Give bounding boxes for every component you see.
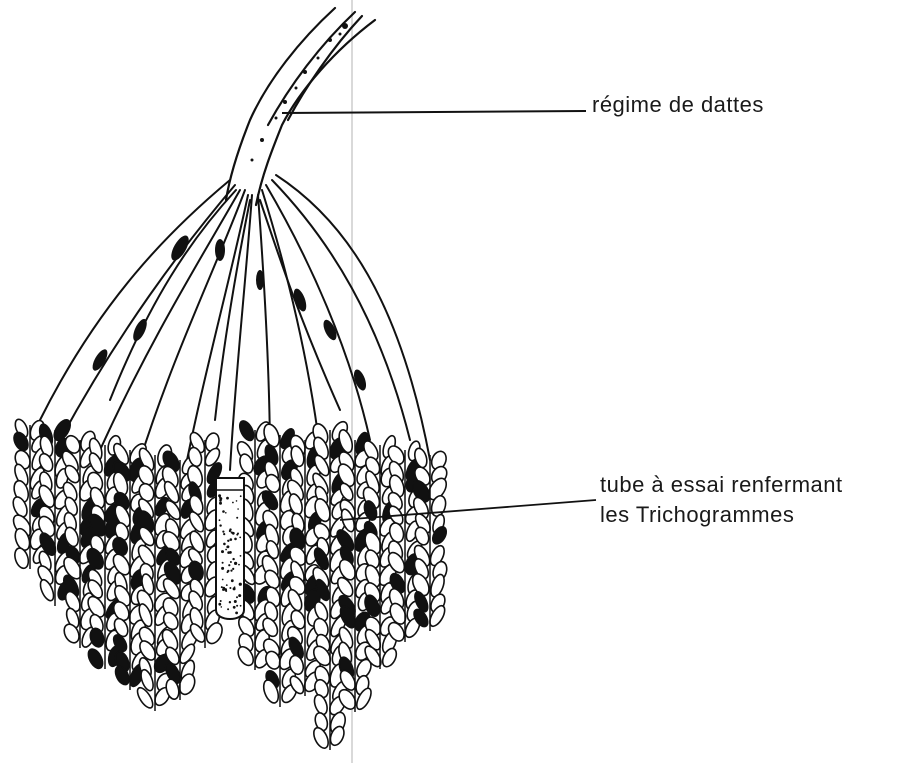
- trichogramma-dot: [232, 502, 234, 504]
- trichogramma-dot: [238, 564, 240, 566]
- trichogramma-dot: [240, 605, 242, 607]
- trichogramma-dot: [230, 561, 232, 563]
- date-fruit: [85, 647, 105, 671]
- tube-label: tube à essai renfermant les Trichogramme…: [600, 470, 843, 530]
- trichogramma-dot: [222, 510, 225, 513]
- trichogramma-dot: [218, 494, 221, 497]
- trichogramma-dot: [221, 567, 224, 570]
- tube-label-line-2: les Trichogrammes: [600, 500, 843, 530]
- trichogramma-dot: [226, 584, 228, 586]
- trichogramma-dot: [239, 583, 242, 586]
- trichogramma-dot: [236, 500, 238, 502]
- trichogramma-dot: [236, 596, 238, 598]
- trichogramma-dot: [239, 537, 241, 539]
- trichogramma-dot: [220, 600, 222, 602]
- trichogramma-dot: [234, 562, 237, 565]
- trichogramma-dot: [230, 570, 232, 572]
- regime-leader-line: [282, 111, 586, 113]
- trichogramma-dot: [229, 530, 231, 532]
- trichogramma-dot: [221, 606, 223, 608]
- trichogramma-dot: [234, 538, 237, 541]
- trichogramma-dot: [221, 550, 224, 553]
- trichogramma-dot: [219, 502, 222, 505]
- trichogramma-dot: [231, 579, 234, 582]
- trichogramma-dot: [232, 532, 235, 535]
- trichogramma-dot: [240, 555, 242, 557]
- trichogramma-dot: [236, 605, 238, 607]
- trichogramma-dot: [222, 579, 224, 581]
- trichogramma-dot: [235, 612, 238, 615]
- date-fruit: [237, 419, 257, 443]
- trichogramma-dot: [218, 603, 221, 606]
- trichogramma-dot: [226, 497, 229, 500]
- trichogramma-dot: [227, 571, 229, 573]
- trichogramma-dot: [234, 586, 236, 588]
- trichogramma-dot: [223, 533, 225, 535]
- trichogramma-dot: [222, 562, 224, 564]
- trichogramma-dot: [229, 601, 231, 603]
- trichogramma-dot: [233, 587, 236, 590]
- trichogramma-dot: [236, 534, 238, 536]
- trichogramma-dot: [234, 600, 237, 603]
- trichogramma-dot: [238, 594, 241, 597]
- trichogramma-dot: [227, 545, 230, 548]
- trichogramma-dot: [240, 495, 242, 497]
- trichogramma-dot: [229, 551, 232, 554]
- trichogramma-dot: [219, 524, 221, 526]
- trichogramma-dot: [225, 549, 227, 551]
- trichogramma-dot: [229, 587, 231, 589]
- trichogramma-dot: [225, 512, 227, 514]
- trichogramma-dot: [223, 543, 226, 546]
- bunch-strands: [40, 175, 430, 470]
- trichogramma-dot: [230, 538, 233, 541]
- trichogramma-dot: [221, 586, 223, 588]
- trichogramma-dot: [233, 606, 236, 609]
- date-fruit: [311, 725, 331, 750]
- trichogramma-dot: [219, 497, 222, 500]
- trichogramma-dot: [237, 508, 239, 510]
- trichogramma-dot: [223, 587, 226, 590]
- tube-label-line-1: tube à essai renfermant: [600, 470, 843, 500]
- trichogramma-dot: [227, 608, 229, 610]
- trichogramma-dot: [232, 558, 234, 560]
- trichogramma-dot: [236, 517, 238, 519]
- trichogramma-dot: [232, 568, 234, 570]
- regime-label: régime de dattes: [592, 90, 764, 120]
- date-fruit: [12, 546, 30, 570]
- trichogramma-dot: [219, 519, 221, 521]
- trichogramma-dot: [227, 540, 229, 542]
- trichogramma-dot: [222, 531, 224, 533]
- trichogramma-dot: [228, 564, 230, 566]
